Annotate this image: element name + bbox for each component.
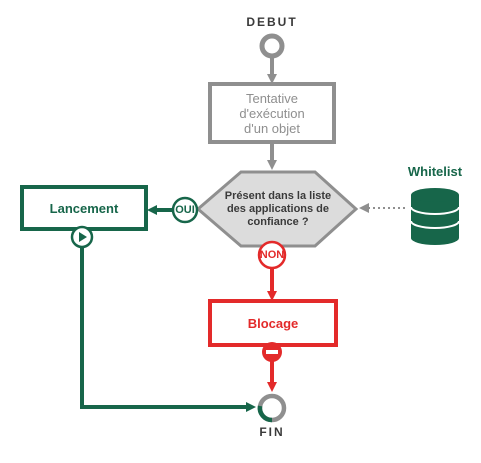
launch-box-label: Lancement <box>49 200 119 216</box>
block-box-label: Blocage <box>247 315 299 331</box>
decision-diamond <box>195 170 359 248</box>
whitelist-label: Whitelist <box>407 164 463 179</box>
no-label: NON <box>259 248 285 261</box>
attempt-box <box>208 82 336 144</box>
arrow-launch-to-end <box>80 240 256 412</box>
end-node-icon <box>257 393 287 423</box>
yes-badge <box>171 196 199 224</box>
stop-icon <box>262 342 282 362</box>
yes-label: OUI <box>175 203 195 216</box>
database-icon <box>410 188 460 245</box>
no-badge <box>257 240 287 270</box>
play-icon <box>70 225 94 249</box>
start-label: DEBUT <box>246 15 298 29</box>
attempt-box-label: Tentative d'exécution d'un objet <box>239 90 305 136</box>
decision-label: Présent dans la liste des applications d… <box>224 189 332 228</box>
block-box <box>208 299 338 347</box>
end-label: FIN <box>259 425 285 439</box>
start-node-icon <box>259 33 285 59</box>
launch-box <box>20 185 148 231</box>
